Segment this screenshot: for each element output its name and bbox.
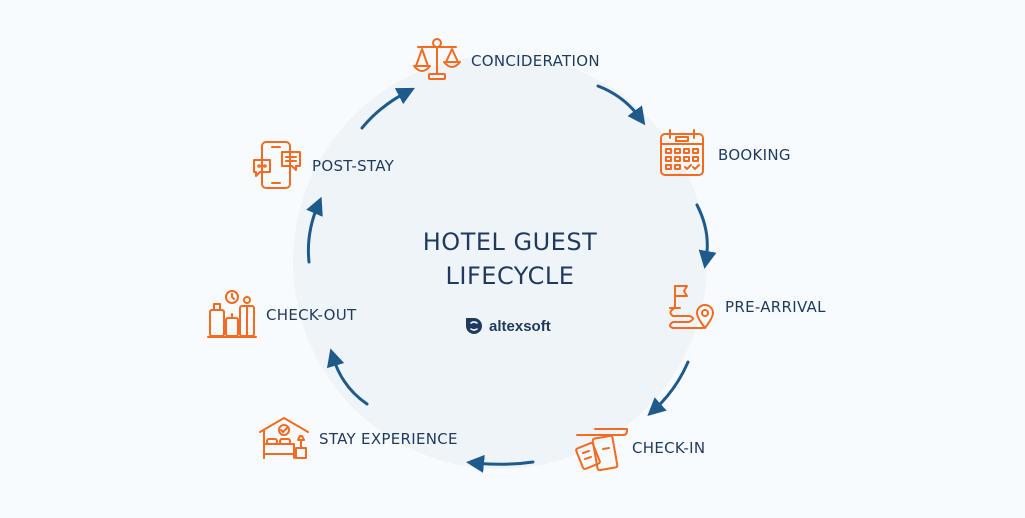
brand-name: altexsoft — [489, 317, 551, 335]
brand-logo: altexsoft — [465, 317, 551, 335]
diagram-title-line2: LIFECYCLE — [445, 262, 575, 290]
stage-label-stay-experience: STAY EXPERIENCE — [319, 430, 458, 448]
phone-chat-icon — [253, 141, 301, 189]
lifecycle-circle — [293, 55, 707, 469]
arrow-checkout-to-poststay — [306, 196, 323, 264]
key-card-icon — [575, 428, 628, 472]
diagram-title-line1: HOTEL GUEST — [422, 228, 598, 256]
luggage-icon — [207, 290, 257, 338]
stage-label-concideration: CONCIDERATION — [471, 52, 600, 70]
arrow-concideration-to-booking — [596, 84, 646, 126]
calendar-icon — [660, 129, 704, 176]
stage-label-check-in: CHECK-IN — [632, 439, 706, 457]
scales-icon — [413, 38, 461, 80]
arrow-prearrival-to-checkin — [647, 360, 690, 417]
stage-label-check-out: CHECK-OUT — [266, 306, 357, 324]
stage-label-pre-arrival: PRE-ARRIVAL — [725, 298, 826, 316]
stage-label-booking: BOOKING — [718, 146, 791, 164]
hotel-bed-icon — [259, 417, 309, 459]
stage-label-post-stay: POST-STAY — [312, 157, 395, 175]
altexsoft-logo-icon — [466, 318, 482, 334]
arrow-checkin-to-stay — [466, 454, 535, 473]
arrow-poststay-to-concideration — [360, 87, 415, 130]
arrow-stay-to-checkout — [326, 348, 369, 406]
route-pin-icon — [669, 285, 714, 329]
arrow-booking-to-prearrival — [695, 203, 717, 269]
